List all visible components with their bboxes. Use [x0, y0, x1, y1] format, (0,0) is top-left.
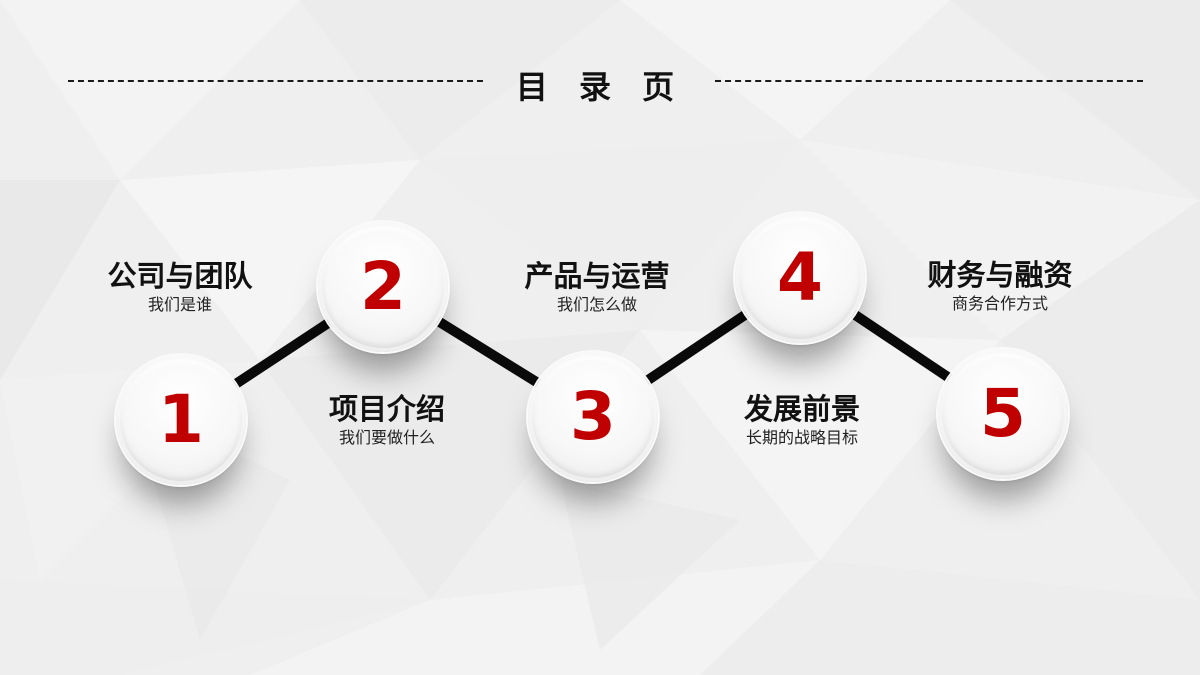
toc-item-3[interactable]: 产品与运营 我们怎么做	[497, 258, 697, 316]
step-circle-2[interactable]: 2	[318, 222, 448, 352]
step-number: 4	[777, 239, 823, 316]
item-title: 公司与团队	[107, 259, 253, 293]
step-number: 5	[980, 375, 1026, 452]
item-subtitle: 商务合作方式	[951, 294, 1048, 313]
item-subtitle: 我们要做什么	[338, 428, 435, 447]
toc-item-1[interactable]: 公司与团队 我们是谁	[80, 258, 280, 316]
toc-item-4[interactable]: 发展前景 长期的战略目标	[702, 391, 902, 449]
step-number: 3	[570, 378, 616, 455]
step-number: 2	[360, 248, 406, 325]
step-circle-5[interactable]: 5	[938, 349, 1068, 479]
item-subtitle: 我们是谁	[147, 295, 212, 314]
step-circle-3[interactable]: 3	[528, 352, 658, 482]
right-dashed-divider	[715, 80, 1143, 82]
left-dashed-divider	[68, 80, 483, 82]
item-title: 产品与运营	[524, 259, 670, 293]
step-circle-1[interactable]: 1	[116, 355, 246, 485]
slide-header: 目 录 页	[0, 0, 1200, 130]
step-number: 1	[158, 381, 204, 458]
item-title: 财务与融资	[927, 258, 1073, 292]
toc-item-5[interactable]: 财务与融资 商务合作方式	[900, 257, 1100, 315]
item-title: 发展前景	[743, 392, 860, 426]
item-subtitle: 我们怎么做	[556, 295, 637, 314]
item-subtitle: 长期的战略目标	[745, 428, 858, 447]
page-title: 目 录 页	[515, 68, 685, 106]
step-circle-4[interactable]: 4	[735, 213, 865, 343]
item-title: 项目介绍	[328, 392, 445, 426]
toc-item-2[interactable]: 项目介绍 我们要做什么	[287, 391, 487, 449]
